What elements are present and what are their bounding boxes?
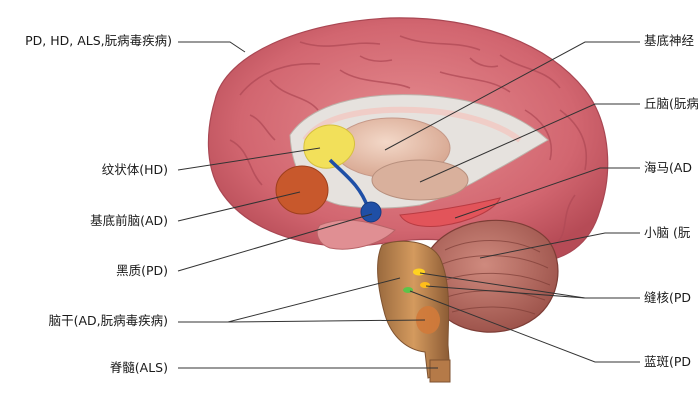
leader-basal-forebrain — [177, 191, 301, 222]
basal-ganglia-region — [371, 159, 469, 201]
leader-locus-coeruleus — [409, 290, 640, 363]
label-thalamus: 丘脑(朊病 — [644, 96, 698, 111]
label-spinal-cord: 脊髓(ALS) — [109, 360, 168, 375]
leader-striatum — [177, 147, 321, 171]
label-hippocampus: 海马(AD — [644, 160, 693, 175]
hippocampus — [399, 197, 501, 227]
label-raphe: 缝核(PD — [644, 290, 692, 305]
label-brainstem: 脑干(AD,朊病毒疾病) — [48, 313, 168, 328]
label-cerebellum: 小脑 (朊 — [644, 225, 691, 240]
leader-thalamus — [419, 103, 640, 183]
leader-brainstem-b — [227, 319, 426, 323]
leader-hippocampus — [454, 167, 640, 219]
striatum — [303, 124, 355, 169]
label-striatum: 纹状体(HD) — [101, 162, 168, 177]
leader-basal-ganglia — [384, 41, 640, 151]
brainstem — [377, 240, 451, 379]
blue-nucleus — [360, 201, 382, 223]
label-basal-ganglia: 基底神经 — [644, 33, 695, 48]
label-basal-forebrain: 基底前脑(AD) — [90, 213, 168, 228]
leader-lines — [177, 41, 640, 369]
raphe-nucleus — [413, 268, 425, 276]
leader-cortex — [178, 41, 246, 53]
label-substantia-nigra: 黑质(PD) — [116, 263, 168, 278]
nigrostriatal-pathway — [328, 158, 370, 209]
leader-cerebellum — [479, 232, 640, 259]
orange-nucleus — [275, 165, 329, 215]
leader-substantia-nigra — [177, 213, 373, 272]
label-cortex: PD, HD, ALS,朊病毒疾病) — [25, 33, 172, 48]
spinal-cord — [429, 359, 451, 383]
raphe-nucleus-2 — [420, 282, 430, 288]
label-locus-coeruleus: 蓝斑(PD — [644, 354, 692, 369]
leader-brainstem-a — [178, 277, 401, 323]
cortex-gyri — [229, 35, 587, 246]
